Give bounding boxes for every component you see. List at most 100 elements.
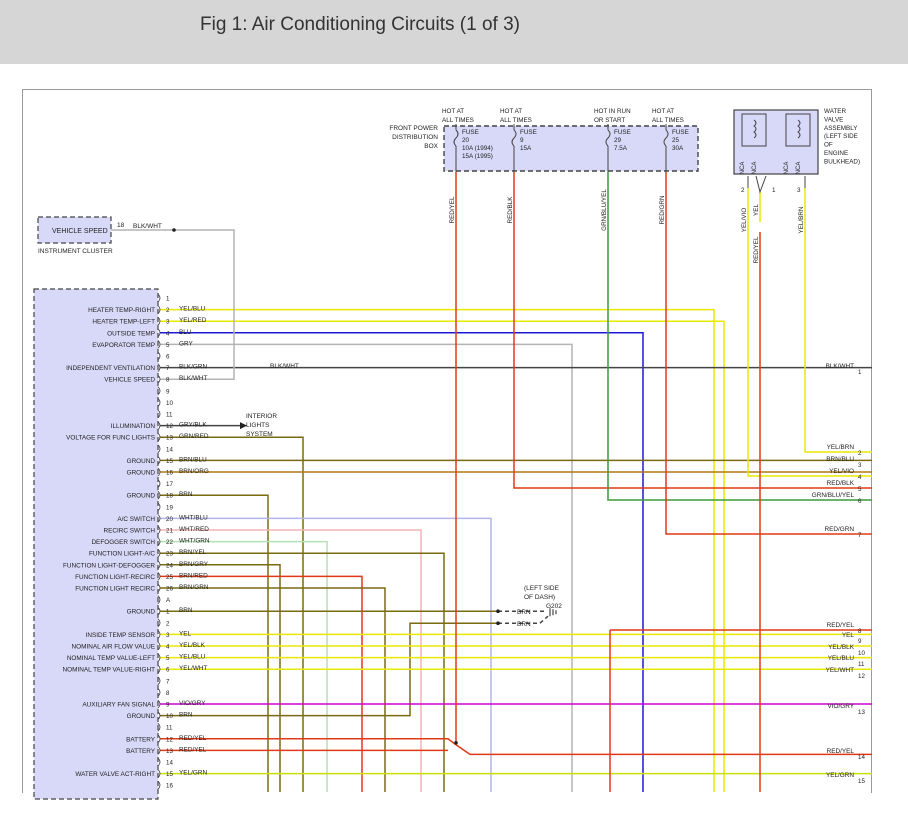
wire-brn [160, 494, 269, 792]
module-pin-function: VEHICLE SPEED [104, 377, 155, 384]
module-pin-number: 21 [166, 528, 173, 535]
module-pin-wire-label: RED/YEL [179, 746, 207, 753]
connector-pin-mark [157, 398, 161, 407]
right-connection-number: 5 [858, 486, 862, 493]
water-valve-wire-label: YEL/VIO [741, 208, 748, 233]
module-pin-function: BATTERY [126, 736, 156, 743]
connector-pin-mark [157, 351, 161, 361]
fuse-wire-label: GRN/BLU/YEL [601, 189, 608, 231]
fuse-hot-label: HOT AT [652, 108, 674, 115]
connector-pin-mark [157, 467, 161, 477]
module-pin-number: 22 [166, 539, 173, 546]
module-pin-wire-label: BRN/YEL [179, 549, 207, 556]
fuse-hot-label: ALL TIMES [442, 117, 474, 124]
module-pin-number: 24 [166, 562, 173, 569]
module-pin-number: 11 [166, 725, 173, 732]
module-pin-wire-label: WHT/RED [179, 526, 209, 533]
right-connection-wire-label: YEL [842, 632, 855, 639]
fuse-wire-label: RED/BLK [507, 196, 514, 224]
module-pin-number: 8 [166, 377, 170, 384]
connector-pin-mark [157, 653, 161, 662]
ground-wire-label-2: BRN [517, 621, 531, 628]
wire-wht-blu [160, 517, 492, 792]
module-pin-number: 8 [166, 690, 170, 697]
wire-g202-b [498, 615, 549, 624]
fuse-hot-label: ALL TIMES [500, 117, 532, 124]
water-valve-label: (LEFT SIDE [824, 133, 858, 140]
wire-grn-blu-yel [607, 172, 872, 501]
splice-dot [496, 621, 500, 625]
module-pin-number: 10 [166, 400, 173, 407]
module-pin-wire-label: YEL/BLK [179, 642, 206, 649]
module-pin-number: 23 [166, 551, 173, 558]
nca-label: NCA [752, 162, 758, 175]
connector-pin-mark [157, 316, 161, 326]
connector-pin-mark [157, 490, 161, 500]
wire-red-yel-batt [160, 738, 872, 756]
arrow-icon [240, 422, 247, 430]
module-pin-wire-label: YEL/BLU [179, 654, 206, 661]
right-connection-wire-label: YEL/BRN [827, 444, 855, 451]
module-pin-function: HEATER TEMP-RIGHT [88, 307, 155, 314]
wire-brn-red [160, 575, 363, 792]
figure-header: Fig 1: Air Conditioning Circuits (1 of 3… [0, 0, 908, 64]
fuse-icon [605, 129, 611, 147]
fuse-icon [511, 129, 517, 147]
module-pin-number: 3 [166, 632, 170, 639]
fuse-text: 29 [614, 137, 622, 144]
fuse-text: 15A [520, 145, 532, 152]
fuse-text: 20 [462, 137, 470, 144]
climate-control-module [33, 288, 159, 800]
connector-pin-mark [157, 502, 161, 512]
module-pin-function: NOMINAL TEMP VALUE-LEFT [67, 655, 155, 662]
right-connection-wire-label: RED/BLK [827, 480, 855, 487]
module-pin-function: FUNCTION LIGHT-RECIRC [75, 574, 155, 581]
fuse-text: 15A (1995) [462, 153, 493, 160]
connector-pin-mark [157, 780, 161, 790]
connector-pin-mark [157, 305, 161, 314]
module-pin-number: 17 [166, 481, 173, 488]
connector-pin-mark [157, 757, 161, 767]
instrument-cluster-name: INSTRUMENT CLUSTER [38, 248, 113, 255]
module-pin-wire-label: BRN [179, 607, 193, 614]
module-pin-number: 5 [166, 655, 170, 662]
right-connection-number: 9 [858, 638, 862, 645]
connector-pin-mark [157, 386, 161, 396]
ground-location-note-1: (LEFT SIDE [524, 585, 560, 592]
water-valve-wire-label: YEL/BRN [798, 206, 805, 233]
module-pin-wire-label: BRN/BLU [179, 456, 207, 463]
right-connection-number: 14 [858, 754, 865, 761]
coil-icon [797, 119, 801, 139]
module-pin-number: 4 [166, 644, 170, 651]
interior-lights-label-3: SYSTEM [246, 431, 273, 438]
water-valve-label: OF [824, 142, 833, 149]
connector-pin-mark [157, 688, 161, 697]
fuse-text: FUSE [462, 129, 479, 136]
module-pin-wire-label: YEL/RED [179, 317, 207, 324]
water-valve-pin: 1 [772, 187, 776, 194]
right-connection-number: 1 [858, 369, 862, 376]
connector-pin-mark [157, 606, 161, 616]
right-connection-number: 8 [858, 628, 862, 635]
connector-pin-mark [157, 340, 161, 349]
module-pin-wire-label: YEL [179, 630, 192, 637]
fuse-hot-label: ALL TIMES [652, 117, 684, 124]
module-pin-function: OUTSIDE TEMP [107, 330, 155, 337]
connector-pin-mark [157, 630, 161, 639]
module-pin-function: A/C SWITCH [117, 516, 155, 523]
module-pin-wire-label: YEL/BLU [179, 306, 206, 313]
right-connection-wire-label: YEL/BLK [828, 644, 855, 651]
module-pin-function: FUNCTION LIGHT-DEFOGGER [63, 562, 155, 569]
module-pin-function: INDEPENDENT VENTILATION [66, 365, 155, 372]
water-valve-label: ASSEMBLY [824, 125, 858, 132]
module-pin-number: 9 [166, 702, 170, 709]
module-pin-number: 2 [166, 620, 170, 627]
module-pin-function: FUNCTION LIGHT-A/C [89, 551, 155, 558]
ground-wire-label-1: BRN [517, 609, 531, 616]
fuse-text: 25 [672, 137, 680, 144]
wire-yel-vio [747, 188, 872, 477]
fuse-text: FUSE [672, 129, 689, 136]
module-pin-number: 5 [166, 342, 170, 349]
fuse-hot-label: HOT AT [500, 108, 522, 115]
